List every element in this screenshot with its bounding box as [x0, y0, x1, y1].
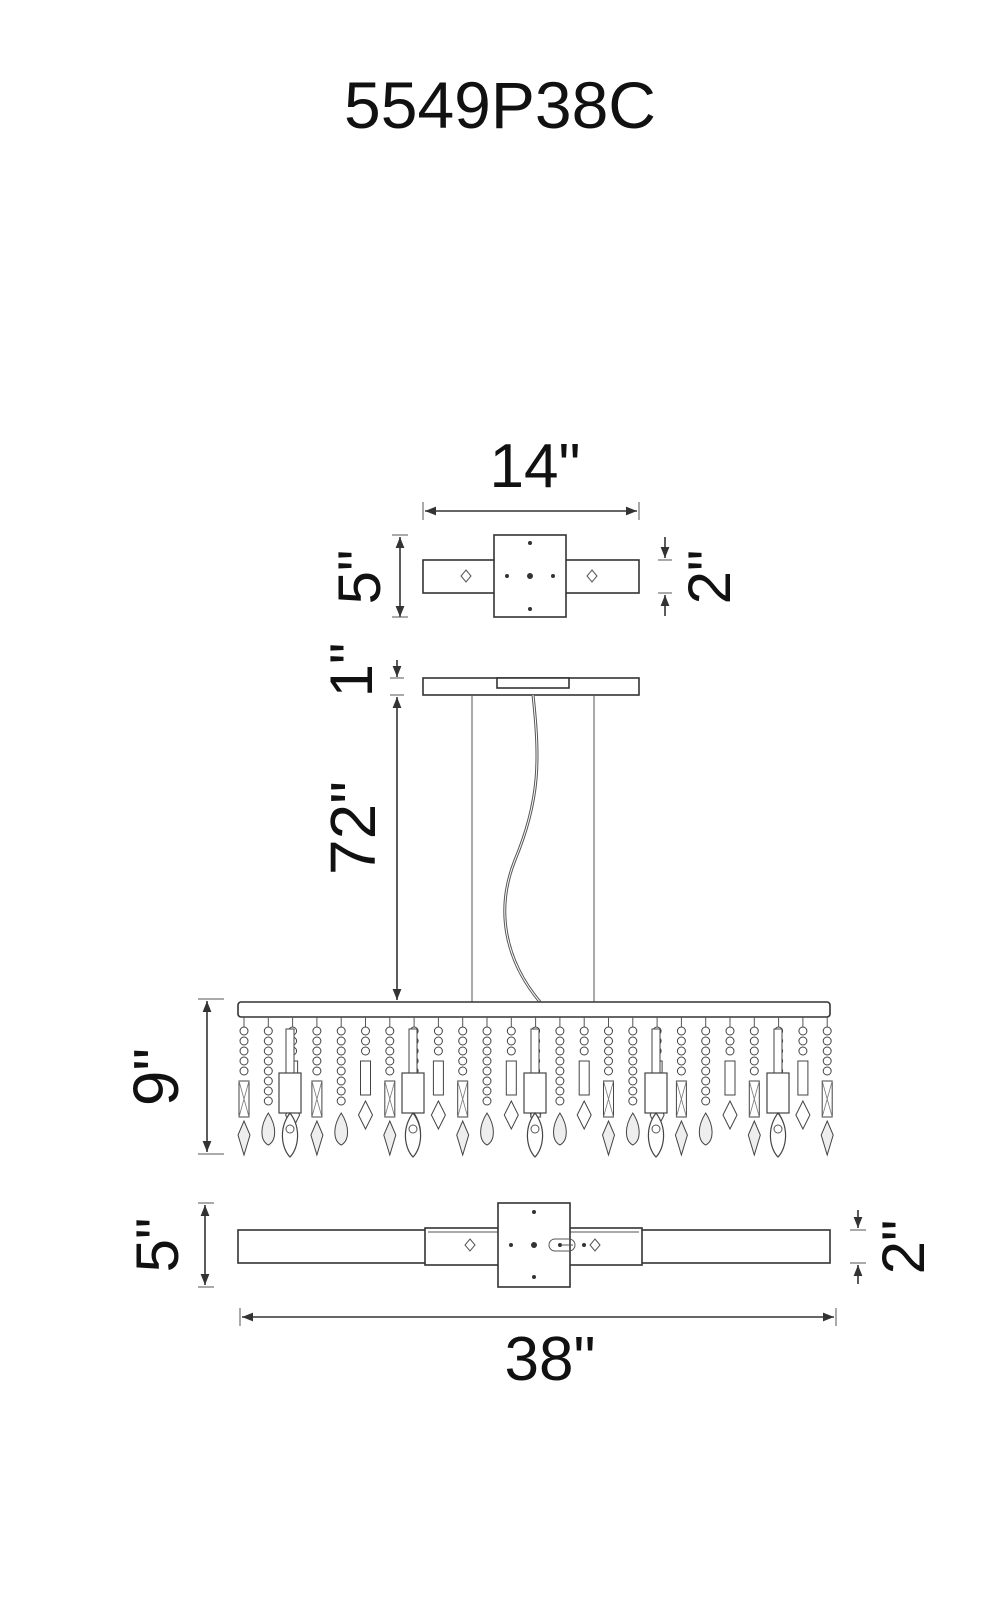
suspension-length-dimension: 72" — [317, 697, 402, 1000]
fixture-height-dimension: 9" — [120, 998, 224, 1155]
suspension-cables — [471, 694, 595, 1003]
fixture-bar-height-dimension: 2" — [850, 1210, 937, 1284]
canopy-width-label: 14" — [490, 432, 581, 501]
suspension-length-label: 72" — [317, 781, 389, 875]
crystal-strand — [601, 1017, 616, 1157]
fixture-height-label: 9" — [120, 1048, 192, 1106]
crystal-strand — [430, 1017, 446, 1131]
canopy-mount-recess — [496, 677, 570, 689]
crystal-strand — [503, 1017, 519, 1131]
canopy-thickness-label: 1" — [318, 643, 385, 698]
fixture-bar — [237, 1001, 831, 1018]
canopy-depth-dimension: 5" — [326, 534, 408, 618]
fixture-top-view — [237, 1202, 831, 1288]
crystal-strand — [553, 1017, 567, 1146]
crystal-strand — [237, 1017, 251, 1157]
crystal-strand — [747, 1017, 761, 1157]
fixture-width-dimension: 38" — [239, 1308, 837, 1394]
crystal-strand — [480, 1017, 494, 1146]
fixture-bar-height-label: 2" — [870, 1220, 937, 1275]
wire-outlet — [548, 1238, 576, 1252]
canopy-bar-height-dimension: 2" — [658, 537, 743, 616]
crystal-strands — [237, 1017, 834, 1157]
canopy-side-view — [422, 677, 640, 696]
canopy-bar-height-label: 2" — [676, 550, 743, 605]
canopy-depth-label: 5" — [326, 550, 393, 605]
crystal-strand — [383, 1017, 397, 1157]
candle-light — [278, 1028, 302, 1158]
crystal-strand — [576, 1017, 592, 1131]
crystal-strand — [820, 1017, 834, 1157]
crystal-strand — [334, 1017, 349, 1146]
fixture-depth-label: 5" — [124, 1218, 191, 1273]
crystal-strand — [722, 1017, 738, 1131]
crystal-strand — [674, 1017, 688, 1157]
canopy-thickness-dimension: 1" — [318, 643, 404, 698]
candle-light — [401, 1028, 425, 1158]
crystal-strand — [625, 1017, 640, 1146]
power-cord — [503, 694, 542, 1003]
candle-light — [523, 1028, 547, 1158]
crystal-strand — [357, 1017, 374, 1131]
candle-light — [644, 1028, 668, 1158]
fixture-width-label: 38" — [505, 1325, 596, 1394]
crystal-strand — [261, 1017, 276, 1146]
fixture-depth-dimension: 5" — [124, 1202, 214, 1288]
canopy-width-dimension: 14" — [422, 432, 640, 520]
candle-light — [766, 1028, 790, 1158]
crystal-strand — [795, 1017, 811, 1131]
model-number-title: 5549P38C — [344, 68, 656, 142]
crystal-strand — [698, 1017, 713, 1146]
canopy-top-view — [422, 534, 640, 618]
candle-lights — [278, 1028, 790, 1158]
fixture-front-view — [237, 1001, 834, 1158]
crystal-strand — [310, 1017, 324, 1157]
crystal-strand — [456, 1017, 470, 1157]
